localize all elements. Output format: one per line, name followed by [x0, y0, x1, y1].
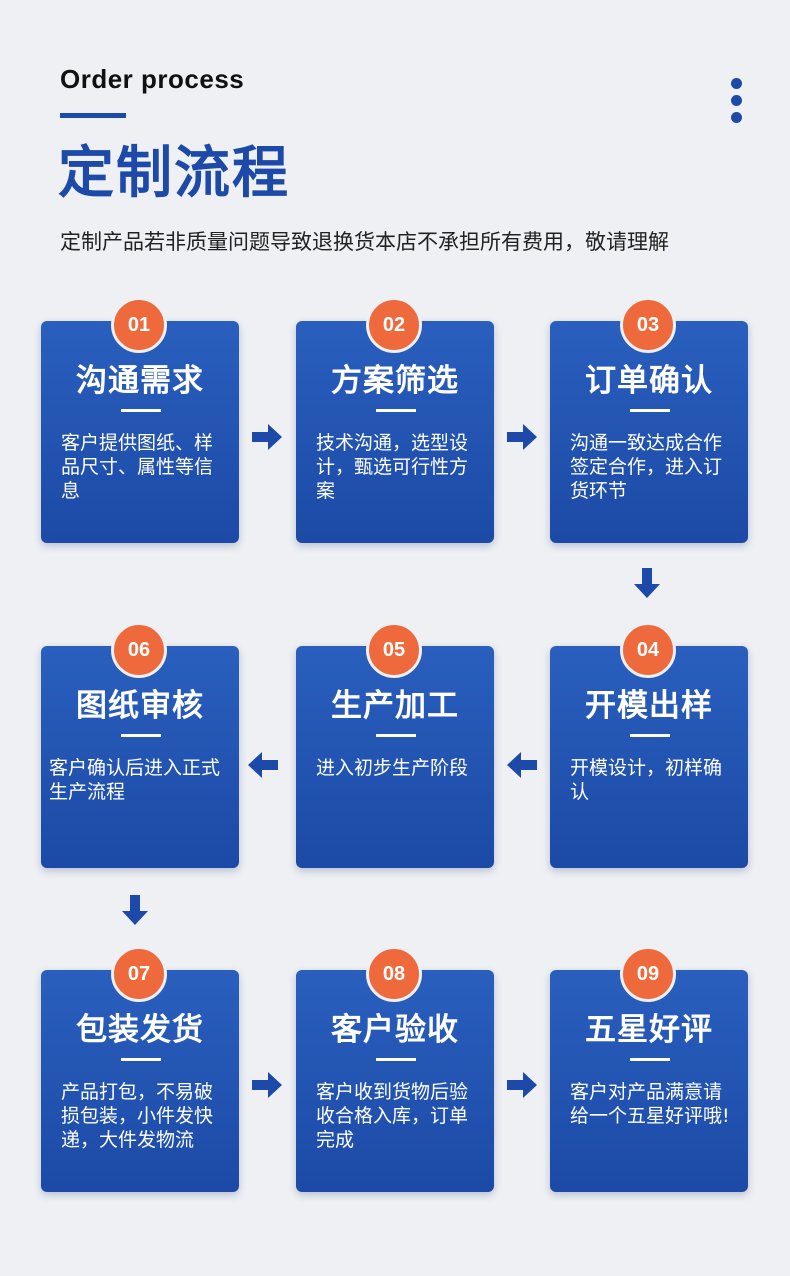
step-badge: 03 — [620, 297, 676, 353]
arrow-left-icon — [246, 748, 280, 782]
arrow-down-icon — [630, 566, 664, 600]
step-desc: 客户对产品满意请给一个五星好评哦! — [570, 1081, 730, 1127]
step-desc: 开模设计，初样确认 — [570, 757, 723, 803]
step-desc: 进入初步生产阶段 — [316, 757, 469, 779]
notice-text: 定制产品若非质量问题导致退换货本店不承担所有费用，敬请理解 — [60, 230, 669, 254]
step-title: 开模出样 — [585, 688, 713, 724]
step-card-05: 05 生产加工 进入初步生产阶段 — [296, 622, 494, 868]
arrow-right-icon — [505, 420, 539, 454]
step-divider — [630, 734, 670, 737]
step-badge: 02 — [366, 297, 422, 353]
arrow-right-icon — [250, 420, 284, 454]
step-title: 五星好评 — [585, 1012, 713, 1048]
step-divider — [121, 1058, 161, 1061]
step-title: 客户验收 — [331, 1012, 459, 1048]
step-divider — [376, 734, 416, 737]
step-card-06: 06 图纸审核 客户确认后进入正式生产流程 — [41, 622, 239, 868]
step-title: 生产加工 — [331, 688, 459, 724]
step-card-02: 02 方案筛选 技术沟通，选型设计，甄选可行性方案 — [296, 297, 494, 543]
step-divider — [630, 1058, 670, 1061]
step-divider — [630, 409, 670, 412]
step-card-07: 07 包装发货 产品打包，不易破损包装，小件发快递，大件发物流 — [41, 946, 239, 1192]
step-divider — [376, 1058, 416, 1061]
step-badge: 01 — [111, 297, 167, 353]
step-divider — [121, 409, 161, 412]
page-title: 定制流程 — [58, 141, 290, 206]
step-desc: 技术沟通，选型设计，甄选可行性方案 — [316, 432, 469, 502]
step-desc: 客户提供图纸、样品尺寸、属性等信息 — [61, 432, 214, 502]
step-card-01: 01 沟通需求 客户提供图纸、样品尺寸、属性等信息 — [41, 297, 239, 543]
arrow-right-icon — [250, 1068, 284, 1102]
arrow-down-icon — [118, 893, 152, 927]
step-badge: 08 — [366, 946, 422, 1002]
step-desc: 产品打包，不易破损包装，小件发快递，大件发物流 — [61, 1081, 214, 1151]
step-title: 订单确认 — [585, 363, 713, 399]
step-title: 包装发货 — [76, 1012, 204, 1048]
step-title: 沟通需求 — [76, 363, 204, 399]
arrow-left-icon — [505, 748, 539, 782]
step-badge: 09 — [620, 946, 676, 1002]
step-divider — [376, 409, 416, 412]
step-divider — [121, 734, 161, 737]
step-card-04: 04 开模出样 开模设计，初样确认 — [550, 622, 748, 868]
step-desc: 沟通一致达成合作签定合作，进入订货环节 — [570, 432, 723, 502]
step-badge: 04 — [620, 622, 676, 678]
step-desc: 客户确认后进入正式生产流程 — [49, 757, 221, 803]
more-vertical-icon[interactable] — [728, 78, 744, 124]
step-card-03: 03 订单确认 沟通一致达成合作签定合作，进入订货环节 — [550, 297, 748, 543]
step-title: 图纸审核 — [76, 688, 204, 724]
step-badge: 06 — [111, 622, 167, 678]
step-badge: 07 — [111, 946, 167, 1002]
subtitle-en: Order process — [60, 64, 245, 94]
step-title: 方案筛选 — [331, 363, 459, 399]
step-badge: 05 — [366, 622, 422, 678]
title-underline — [60, 113, 126, 118]
step-card-08: 08 客户验收 客户收到货物后验收合格入库，订单完成 — [296, 946, 494, 1192]
step-card-09: 09 五星好评 客户对产品满意请给一个五星好评哦! — [550, 946, 748, 1192]
step-desc: 客户收到货物后验收合格入库，订单完成 — [316, 1081, 469, 1151]
arrow-right-icon — [505, 1068, 539, 1102]
